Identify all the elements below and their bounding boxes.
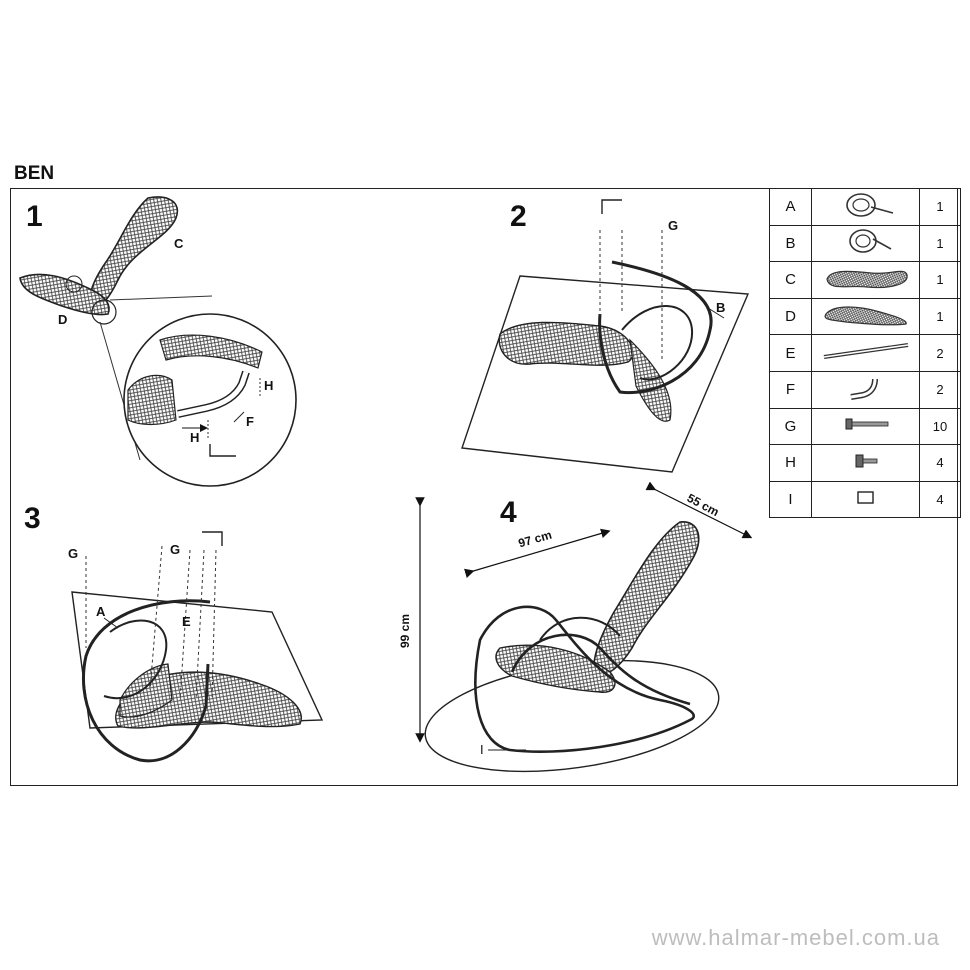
step-number-4: 4 [500,496,517,529]
foot-pad-icon [811,480,920,519]
step1-drawing [19,196,297,487]
short-bolt-icon [811,444,920,482]
label-g-step3-left: G [68,546,79,561]
part-quantity: 2 [919,370,961,409]
part-letter: A [769,188,812,226]
table-row: E 2 [769,334,961,372]
part-quantity: 4 [919,480,961,519]
label-g-step2: G [668,218,679,233]
step3-drawing [71,531,324,763]
rocker-frame-b-icon [811,224,920,263]
product-title: BEN [14,163,55,184]
part-letter: I [769,480,812,519]
footer-url[interactable]: www.halmar-mebel.com.ua [651,925,940,950]
label-i: I [480,742,484,757]
parts-list-table: A 1 B 1 C 1 D 1 E [769,188,961,519]
part-letter: B [769,224,812,263]
table-row: C 1 [769,261,961,299]
table-row: G 10 [769,407,961,446]
label-f: F [246,414,254,429]
part-quantity: 1 [919,188,961,226]
step-number-2: 2 [510,200,527,233]
label-c: C [174,236,184,251]
step-number-3: 3 [24,502,41,535]
part-quantity: 1 [919,297,961,336]
label-d: D [58,312,68,327]
part-letter: D [769,297,812,336]
part-quantity: 2 [919,334,961,372]
part-quantity: 1 [919,261,961,299]
table-row: B 1 [769,224,961,263]
table-row: D 1 [769,297,961,336]
step2-drawing [461,199,750,473]
long-bolt-icon [811,407,920,446]
part-letter: H [769,444,812,482]
step4-drawing [415,481,753,773]
rod-icon [811,334,920,372]
part-quantity: 1 [919,224,961,263]
seat-icon [811,297,920,336]
label-e: E [182,614,191,629]
part-quantity: 4 [919,444,961,482]
part-letter: G [769,407,812,446]
table-row: A 1 [769,188,961,226]
table-row: F 2 [769,370,961,409]
label-g-step3-right: G [170,542,181,557]
part-quantity: 10 [919,407,961,446]
table-row: I 4 [769,480,961,519]
rocker-frame-a-icon [811,188,920,226]
dimension-height: 99 cm [398,613,413,649]
step-number-1: 1 [26,200,43,233]
label-b: B [716,300,726,315]
backrest-icon [811,261,920,299]
label-a: A [96,604,106,619]
label-h-top: H [264,378,274,393]
elbow-tube-icon [811,370,920,409]
part-letter: C [769,261,812,299]
part-letter: F [769,370,812,409]
table-row: H 4 [769,444,961,482]
label-h-bottom: H [190,430,200,445]
part-letter: E [769,334,812,372]
